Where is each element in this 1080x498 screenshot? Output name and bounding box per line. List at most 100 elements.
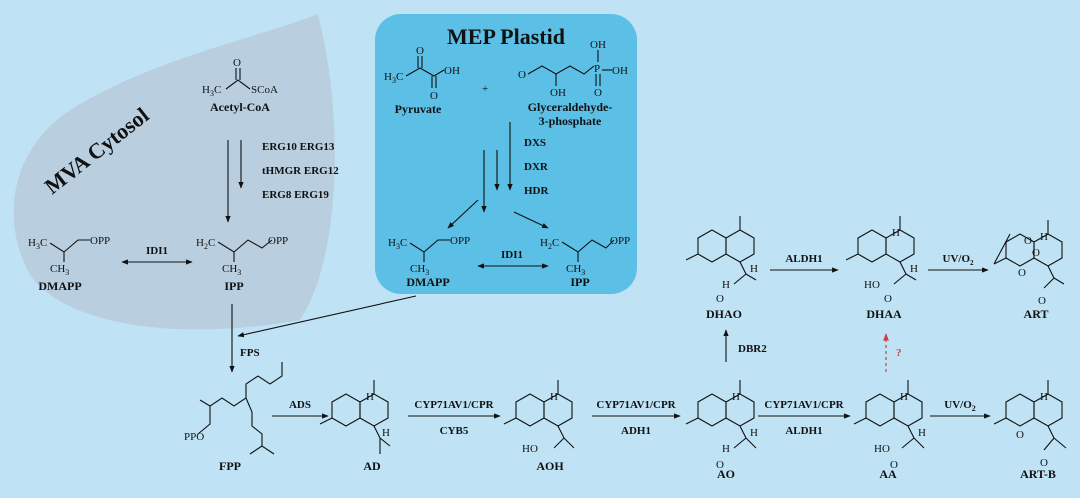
svg-text:O: O [518, 69, 526, 81]
enzyme-dbr2: DBR2 [738, 343, 767, 355]
svg-text:H: H [750, 263, 758, 275]
svg-text:P: P [594, 63, 600, 75]
mva-dmapp-label: DMAPP [38, 279, 81, 293]
fpp-label: FPP [219, 459, 241, 473]
svg-text:H3C: H3C [202, 84, 221, 98]
art-structure: O O O O H [993, 219, 1065, 307]
uv-label-upper: UV/O2 [943, 253, 975, 267]
enzyme-aldh1-lower: ALDH1 [785, 425, 822, 437]
svg-text:PPO: PPO [184, 431, 204, 443]
ad-label: AD [363, 459, 381, 473]
svg-text:OH: OH [550, 87, 566, 99]
svg-text:CH3: CH3 [566, 263, 585, 277]
acetyl-coa-label: Acetyl-CoA [210, 100, 270, 114]
svg-text:O: O [716, 293, 724, 305]
mva-idi1-label: IDI1 [146, 245, 168, 257]
acetyl-coa-structure: H3C O SCoA [202, 57, 278, 98]
enzyme-erg8-erg19: ERG8 ERG19 [262, 189, 329, 201]
svg-text:H: H [382, 427, 390, 439]
aa-structure: HO O H H [853, 379, 926, 471]
svg-text:H: H [1040, 391, 1048, 403]
enzyme-cyp-1: CYP71AV1/CPR [414, 399, 494, 411]
mep-plastid-region [375, 14, 637, 294]
svg-text:OH: OH [612, 65, 628, 77]
question-mark: ? [896, 347, 902, 359]
mep-idi1-label: IDI1 [501, 249, 523, 261]
enzyme-aldh1-upper: ALDH1 [785, 253, 822, 265]
svg-text:H3C: H3C [28, 237, 47, 251]
aoh-label: AOH [536, 459, 564, 473]
svg-text:O: O [594, 87, 602, 99]
mep-to-fps-arrow [237, 295, 417, 338]
svg-text:OPP: OPP [90, 235, 110, 247]
mep-dmapp-structure: H3C CH3 OPP [388, 235, 470, 277]
enzyme-dxs: DXS [524, 137, 546, 149]
svg-text:O: O [716, 459, 724, 471]
svg-text:O: O [890, 459, 898, 471]
mva-ipp-label: IPP [224, 279, 243, 293]
enzyme-cyp-3: CYP71AV1/CPR [764, 399, 844, 411]
svg-text:O: O [416, 45, 424, 57]
svg-text:O: O [430, 90, 438, 102]
svg-text:O: O [1018, 267, 1026, 279]
svg-text:OH: OH [590, 39, 606, 51]
fpp-structure: PPO [184, 362, 283, 455]
svg-text:H: H [550, 391, 558, 403]
aoh-structure: HO H [503, 379, 575, 455]
dhao-structure: H O H [685, 215, 758, 305]
svg-text:OH: OH [444, 65, 460, 77]
mep-arrow-to-dmapp [447, 199, 479, 229]
enzyme-cyb5: CYB5 [440, 425, 469, 437]
mep-arrow-to-ipp [513, 211, 549, 229]
mva-cytosol-region [13, 14, 335, 330]
enzyme-thmgr-erg12: tHMGR ERG12 [262, 165, 339, 177]
svg-text:SCoA: SCoA [251, 84, 278, 96]
svg-text:HO: HO [874, 443, 890, 455]
art-b-label: ART-B [1020, 467, 1056, 481]
svg-text:O: O [233, 57, 241, 69]
uv-label-lower: UV/O2 [944, 399, 976, 413]
g3p-label-1: Glyceraldehyde- [528, 100, 613, 114]
svg-text:OPP: OPP [268, 235, 288, 247]
enzyme-adh1: ADH1 [621, 425, 651, 437]
svg-text:H: H [892, 227, 900, 239]
enzyme-hdr: HDR [524, 185, 550, 197]
ao-structure: H O H H [685, 379, 758, 471]
svg-text:CH3: CH3 [410, 263, 429, 277]
enzyme-fps: FPS [240, 347, 260, 359]
svg-text:H: H [1040, 231, 1048, 243]
ad-structure: H H [319, 379, 391, 454]
svg-text:OPP: OPP [610, 235, 630, 247]
enzyme-erg10-erg13: ERG10 ERG13 [262, 141, 335, 153]
svg-text:O: O [1040, 457, 1048, 469]
svg-text:O: O [1032, 247, 1040, 259]
svg-text:H: H [722, 443, 730, 455]
dhaa-structure: HO O H H [845, 215, 918, 305]
mva-dmapp-structure: H3C CH3 OPP [28, 235, 110, 277]
pyruvate-structure: H3C O O OH [384, 45, 460, 102]
svg-text:H: H [750, 427, 758, 439]
mep-ipp-structure: H2C CH3 OPP [540, 235, 630, 277]
mep-title: MEP Plastid [447, 24, 565, 49]
svg-text:H: H [722, 279, 730, 291]
svg-text:H: H [732, 391, 740, 403]
ao-label: AO [717, 467, 735, 481]
svg-text:O: O [1024, 235, 1032, 247]
art-b-structure: O O H [993, 379, 1067, 469]
dhaa-label: DHAA [866, 307, 902, 321]
enzyme-ads: ADS [289, 399, 311, 411]
svg-text:O: O [1038, 295, 1046, 307]
pyruvate-label: Pyruvate [395, 102, 442, 116]
plus-sign: + [482, 83, 488, 95]
svg-text:H: H [900, 391, 908, 403]
art-label: ART [1024, 307, 1049, 321]
svg-text:HO: HO [522, 443, 538, 455]
mva-ipp-structure: H2C CH3 OPP [196, 235, 288, 277]
g3p-structure: O OH P OH OH O [518, 39, 628, 99]
dhao-label: DHAO [706, 307, 742, 321]
svg-text:H3C: H3C [388, 237, 407, 251]
enzyme-cyp-2: CYP71AV1/CPR [596, 399, 676, 411]
svg-text:H2C: H2C [540, 237, 559, 251]
